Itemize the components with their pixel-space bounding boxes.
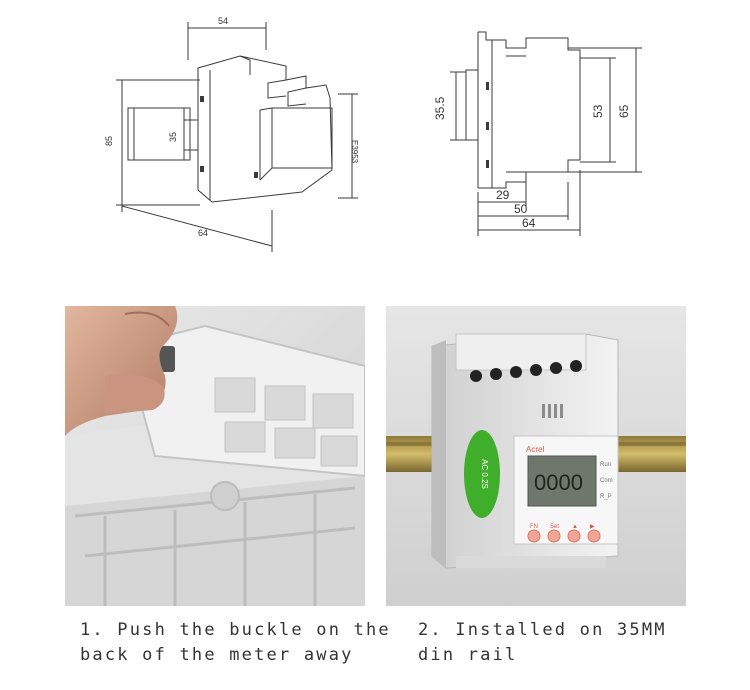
photo-installed-din-rail: AC 0.2S Acrel 0000 Run Com R_P FN Set ▲ … [386,306,686,606]
dim-rail: 35 [168,132,178,142]
caption-right-line-1: 2. Installed on 35MM [418,620,667,640]
dim-rail-355: 35.5 [433,96,447,120]
dim-50: 50 [514,202,528,216]
dim-height: 85 [104,136,114,146]
dim-64: 64 [522,216,536,230]
caption-left: 1. Push the buckle on the back of the me… [80,618,391,668]
dim-29: 29 [496,188,510,202]
technical-drawing-perspective: 54 85 35 E3953 64 [104,16,359,252]
dim-side: E3953 [350,140,359,164]
photo-push-buckle [65,306,365,606]
dim-top-width: 54 [218,16,228,26]
key-label-right: ▶ [590,524,595,530]
side-label: AC 0.2S [480,459,489,489]
key-fn [527,529,541,543]
key-right [587,529,601,543]
dim-inner-53: 53 [591,104,605,118]
brand-label: Acrel [526,445,544,454]
key-set [547,529,561,543]
key-label-up: ▲ [572,524,578,530]
indicator-com: Com [600,478,613,484]
indicator-run: Run [600,462,611,468]
caption-left-line-1: 1. Push the buckle on the [80,620,391,640]
photo-installed-illustration: AC 0.2S Acrel 0000 Run Com R_P FN Set ▲ … [386,306,686,606]
dim-depth: 64 [198,228,208,238]
caption-left-line-2: back of the meter away [80,645,354,665]
key-up [567,529,581,543]
indicator-rp: R_P [600,494,612,500]
caption-right: 2. Installed on 35MM din rail [418,618,667,668]
photo-push-buckle-illustration [65,306,365,606]
caption-right-line-2: din rail [418,645,518,665]
lcd-reading: 0000 [534,470,583,495]
key-label-set: Set [550,524,559,530]
technical-drawing-side-view: 35.5 53 65 29 50 64 [433,31,642,236]
key-label-fn: FN [530,524,538,530]
dim-outer-65: 65 [617,104,631,118]
